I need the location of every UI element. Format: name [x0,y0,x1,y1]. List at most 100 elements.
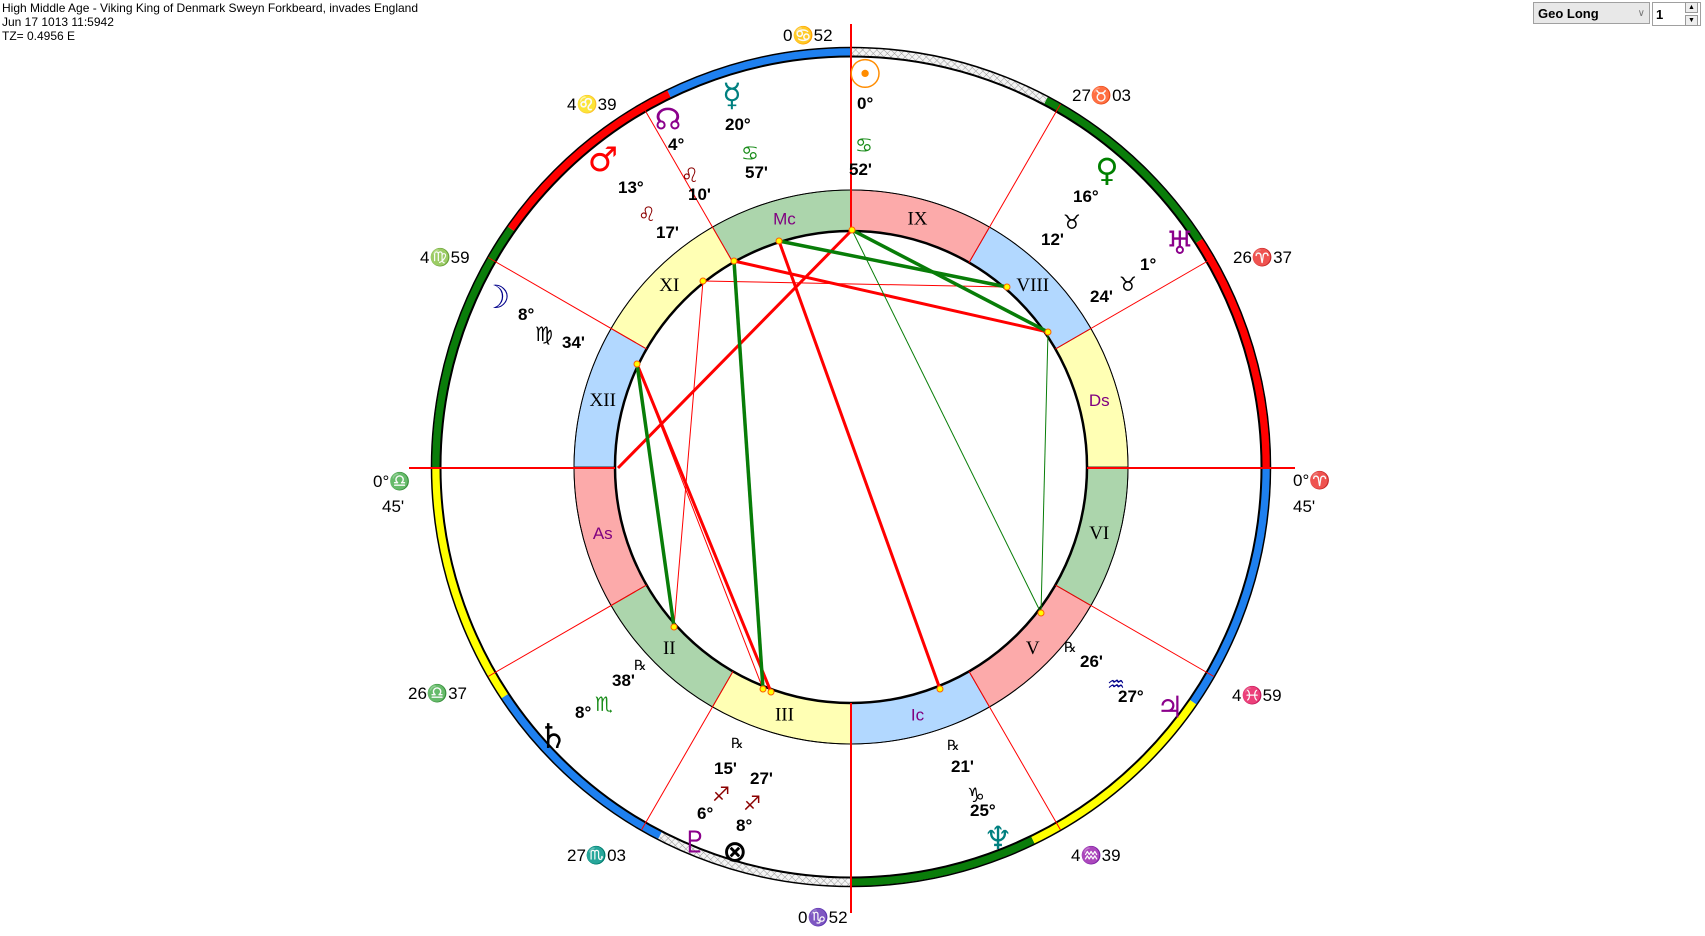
cusp-label-h8: 26♈37 [1233,247,1292,267]
house-cusp-line [487,257,647,350]
house-label: III [775,705,794,726]
jupiter-minutes: 26' [1080,652,1103,671]
zodiac-ring-segment [658,831,851,886]
event-timezone: TZ= 0.4956 E [2,29,76,43]
planet-node[interactable]: ☊4° ♌10' [655,103,711,205]
venus-minutes: 12' [1041,230,1064,249]
aspect-line-hard [616,228,854,470]
coordinate-mode-select[interactable]: Geo Long ∨ [1533,2,1650,24]
planet-fortune[interactable]: ⊗8°♐27' [722,769,773,870]
house-label: VIII [1016,275,1049,296]
planet-pluto[interactable]: ♇6°♐15'℞ [682,735,744,861]
sun-sign-icon: ♋ [855,133,873,157]
house-label: IX [907,208,927,229]
planet-mars[interactable]: ♂13° ♌17' [588,140,679,242]
saturn-icon: ♄ [538,717,568,757]
house-cusp-lines [409,24,1295,913]
planet-position-dot [670,623,678,631]
fortune-minutes: 27' [750,769,773,788]
cusp-label-h6: 4♓59 [1232,685,1282,705]
planet-jupiter[interactable]: ♃27°♒26'℞ [1064,639,1183,726]
venus-icon: ♀ [1095,151,1118,189]
mars-icon: ♂ [588,140,618,180]
house-label: VI [1089,523,1109,544]
coordinate-mode-value: Geo Long [1538,5,1599,21]
house-label: XII [590,390,616,411]
spin-up-icon[interactable]: ▲ [1685,2,1698,13]
house-cusp-line [1055,257,1215,350]
spinner-value: 1 [1656,6,1664,22]
house-cusp-line [641,103,734,263]
venus-sign-icon: ♉ [1063,210,1081,234]
planet-moon[interactable]: ☽8°♍34' [482,278,585,352]
aspect-line-soft [851,228,1049,334]
planet-position-dot [767,688,775,696]
house-cusp-line [968,103,1061,263]
cusp-label-mc: 0♋52 [783,25,833,45]
planet-position-dot [1037,609,1045,617]
mars-sign-icon: ♌ [638,202,656,226]
wheel-inner-circle [613,229,1089,705]
pluto-retrograde-icon: ℞ [731,735,744,751]
chart-info: High Middle Age - Viking King of Denmark… [2,1,418,43]
house-label: II [663,638,676,659]
planet-neptune[interactable]: ♆25°♑21'℞ [947,737,1012,857]
fortune-sign-icon: ♐ [743,791,761,815]
planet-saturn[interactable]: ♄8°♏38'℞ [538,657,647,757]
house-label: Ds [1089,391,1110,410]
planet-venus[interactable]: ♀16° ♉12' [1041,151,1119,249]
planet-position-dot [1044,328,1052,336]
venus-degree: 16° [1073,187,1099,206]
neptune-icon: ♆ [984,819,1013,857]
zodiac-ring-segment [1189,467,1270,705]
uranus-degree: 1° [1140,255,1156,274]
moon-minutes: 34' [562,333,585,352]
spin-down-icon[interactable]: ▼ [1685,15,1698,26]
jupiter-degree: 27° [1118,687,1144,706]
planet-sun[interactable]: ☉0°♋52' [847,52,883,179]
node-minutes: 10' [688,185,711,204]
chart-number-spinner[interactable]: 1 ▲ ▼ [1652,2,1701,26]
aspect-line-hard [733,259,1049,334]
cusp-label-asc-deg: 0°♎ [373,471,410,491]
zodiac-ring-segment [1195,238,1270,467]
house-cusp-line [1055,584,1215,677]
node-icon: ☊ [655,103,682,138]
moon-sign-icon: ♍ [535,322,553,346]
zodiac-ring-segment [501,693,662,839]
jupiter-icon: ♃ [1157,691,1184,726]
mars-degree: 13° [618,178,644,197]
mercury-degree: 20° [725,115,751,134]
zodiac-ring-segment [851,48,1048,105]
planet-position-dot [699,277,707,285]
mars-minutes: 17' [656,223,679,242]
planet-position-dot [1003,283,1011,291]
mercury-minutes: 57' [745,163,768,182]
house-cusp-line [487,584,647,677]
house-cusp-line [968,671,1061,831]
zodiac-ring-segment [667,48,851,98]
neptune-minutes: 21' [951,757,974,776]
planet-position-dot [730,257,738,265]
zodiac-ring-segment [432,467,509,699]
uranus-icon: ♅ [1166,224,1195,262]
fortune-icon: ⊗ [722,835,747,870]
mercury-sign-icon: ♋ [741,141,759,165]
neptune-sign-icon: ♑ [967,783,985,807]
aspect-line-hard [635,363,773,693]
node-sign-icon: ♌ [681,163,699,187]
saturn-minutes: 38' [612,671,635,690]
cusp-label-dsc-min: 45' [1293,497,1315,516]
uranus-minutes: 24' [1090,287,1113,306]
planet-uranus[interactable]: ♅1°♉24' [1090,224,1194,306]
node-degree: 4° [668,135,684,154]
cusp-label-h11: 4♌39 [567,94,617,114]
house-cusp-line [641,671,734,831]
planet-mercury[interactable]: ☿20°♋57' [722,76,768,182]
aspect-line-hard [673,280,704,628]
aspect-line-hard [636,363,764,690]
planet-glyphs: ☉0°♋52'☿20°♋57'☊4°♌10'♂13°♌17'☽8°♍34'♀16… [482,52,1195,870]
pluto-sign-icon: ♐ [712,782,730,806]
pluto-icon: ♇ [682,826,709,861]
